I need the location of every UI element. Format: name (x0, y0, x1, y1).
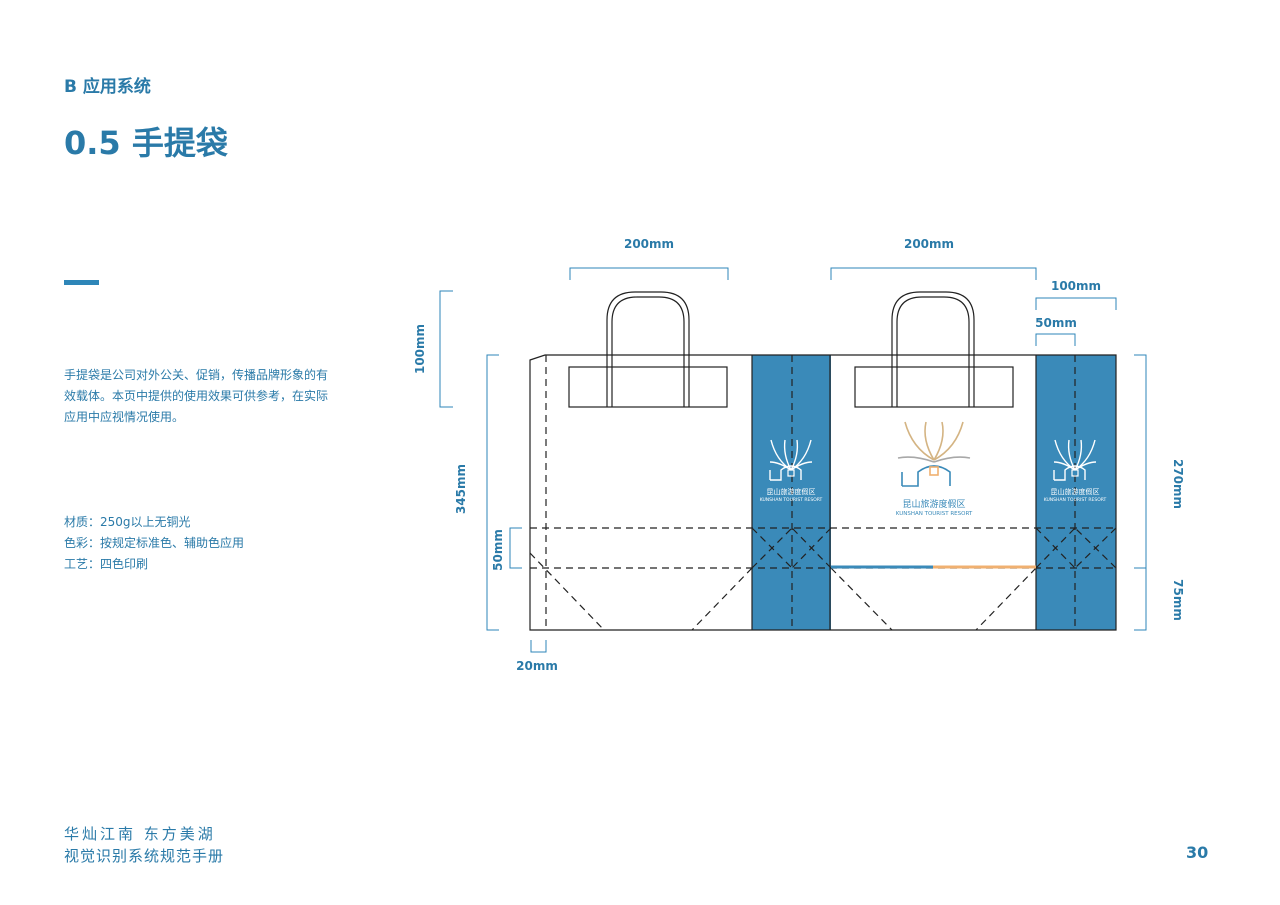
dimension-lines (439, 267, 1147, 653)
dim-glue-flap: 20mm (516, 659, 558, 673)
logo-side-left: 昆山旅游度假区 KUNSHAN TOURIST RESORT (760, 439, 823, 503)
logo-name-en: KUNSHAN TOURIST RESORT (1044, 497, 1107, 503)
dim-total-height: 345mm (454, 464, 468, 514)
fold-lines (529, 355, 1117, 631)
dim-front-width: 200mm (624, 237, 674, 251)
side-panel-right (1036, 355, 1116, 630)
logo-name-en: KUNSHAN TOURIST RESORT (760, 497, 823, 503)
logo-name-cn: 昆山旅游度假区 (1051, 487, 1100, 496)
dim-handle-height: 100mm (413, 324, 427, 374)
footer-slogan: 华灿江南 东方美湖 (64, 825, 216, 843)
handles (568, 291, 1014, 408)
dim-body-height: 270mm (1171, 459, 1185, 509)
specs-list: 材质：250g以上无铜光 色彩：按规定标准色、辅助色应用 工艺：四色印刷 (64, 512, 244, 575)
spec-material: 材质：250g以上无铜光 (64, 515, 191, 529)
logo-side-right: 昆山旅游度假区 KUNSHAN TOURIST RESORT (1044, 439, 1107, 503)
logo-name-en: KUNSHAN TOURIST RESORT (896, 511, 973, 517)
page-title: 0.5 手提袋 (64, 124, 228, 162)
logo-name-cn: 昆山旅游度假区 (767, 487, 816, 496)
section-label: B 应用系统 (64, 77, 151, 97)
logo-back-panel: 昆山旅游度假区 KUNSHAN TOURIST RESORT (896, 421, 973, 517)
dim-bottom-fold: 50mm (491, 529, 505, 571)
dim-bottom-height: 75mm (1171, 579, 1185, 621)
dim-back-width: 200mm (904, 237, 954, 251)
footer-manual-title: 视觉识别系统规范手册 (64, 847, 225, 865)
dim-half-side: 50mm (1035, 316, 1077, 330)
logo-name-cn: 昆山旅游度假区 (902, 498, 965, 510)
description-text: 手提袋是公司对外公关、促销，传播品牌形象的有效载体。本页中提供的使用效果可供参考… (64, 368, 329, 424)
spec-color: 色彩：按规定标准色、辅助色应用 (64, 536, 245, 550)
accent-bar (64, 280, 99, 285)
page-number: 30 (1186, 843, 1209, 862)
spec-process: 工艺：四色印刷 (64, 557, 149, 571)
bag-outline (529, 354, 1117, 631)
dim-side-width: 100mm (1051, 279, 1101, 293)
